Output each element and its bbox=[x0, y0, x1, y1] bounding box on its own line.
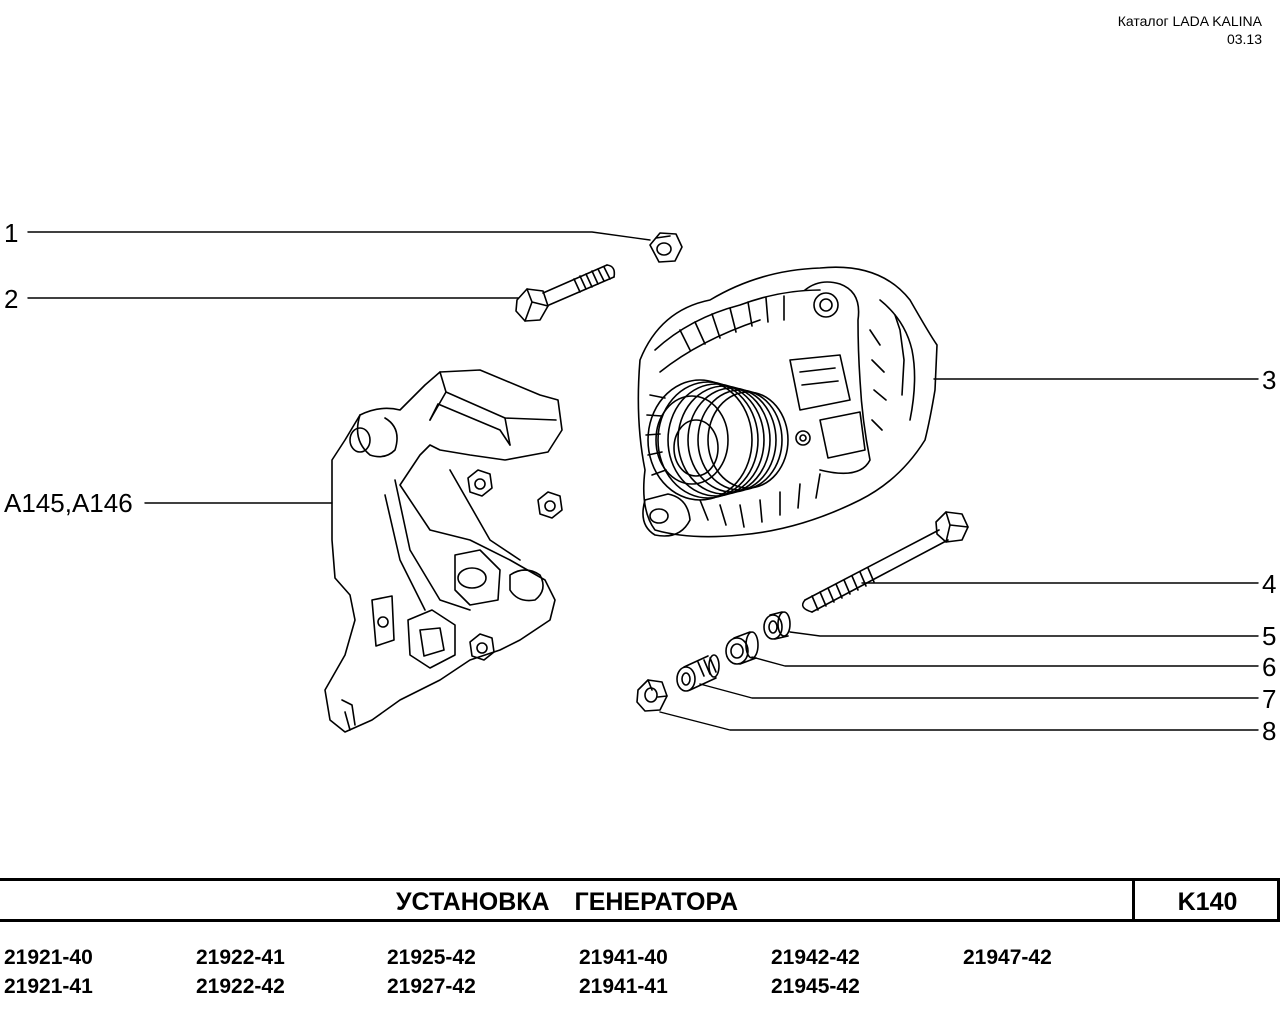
callout-5: 5 bbox=[1262, 621, 1277, 651]
model-code: 21947-42 bbox=[963, 946, 1052, 969]
model-code: 21927-42 bbox=[387, 975, 476, 998]
parts-drawing bbox=[27, 231, 1259, 733]
model-code: 21941-41 bbox=[579, 975, 668, 998]
part-2-bolt bbox=[515, 264, 616, 322]
catalog-name: Каталог LADA KALINA bbox=[1117, 13, 1262, 29]
title-bar: УСТАНОВКА ГЕНЕРАТОРА K140 bbox=[0, 878, 1280, 922]
title-divider bbox=[1132, 881, 1135, 919]
page-title: УСТАНОВКА ГЕНЕРАТОРА bbox=[395, 888, 739, 916]
model-list: 21921-40 21921-41 21922-41 21922-42 2192… bbox=[0, 944, 1280, 1004]
callout-bracket: A145,A146 bbox=[4, 488, 133, 518]
bracket-a145-a146 bbox=[324, 369, 563, 733]
model-code: 21921-40 bbox=[4, 946, 93, 969]
model-code: 21922-42 bbox=[196, 975, 285, 998]
part-5-spacer bbox=[763, 611, 791, 640]
callout-7: 7 bbox=[1262, 684, 1277, 714]
part-1-nut bbox=[649, 232, 683, 263]
part-6-bushing bbox=[725, 631, 759, 665]
model-code: 21941-40 bbox=[579, 946, 668, 969]
part-4-long-bolt bbox=[801, 511, 969, 613]
catalog-header: Каталог LADA KALINA 03.13 bbox=[1118, 12, 1262, 48]
part-8-nut bbox=[636, 679, 668, 712]
model-code: 21942-42 bbox=[771, 946, 860, 969]
page-code: K140 bbox=[1177, 888, 1238, 916]
model-code: 21945-42 bbox=[771, 975, 860, 998]
part-3-alternator bbox=[637, 266, 938, 538]
callout-1: 1 bbox=[4, 218, 19, 248]
leader-lines bbox=[27, 231, 1259, 731]
title-right-edge bbox=[1277, 881, 1280, 919]
catalog-date: 03.13 bbox=[1226, 31, 1262, 47]
callout-2: 2 bbox=[4, 284, 19, 314]
model-code: 21922-41 bbox=[196, 946, 285, 969]
model-code: 21925-42 bbox=[387, 946, 476, 969]
callout-3: 3 bbox=[1262, 365, 1277, 395]
callout-8: 8 bbox=[1262, 716, 1277, 746]
model-code: 21921-41 bbox=[4, 975, 93, 998]
callout-4: 4 bbox=[1262, 569, 1277, 599]
callout-6: 6 bbox=[1262, 652, 1277, 682]
part-7-threaded-bushing bbox=[676, 654, 720, 692]
